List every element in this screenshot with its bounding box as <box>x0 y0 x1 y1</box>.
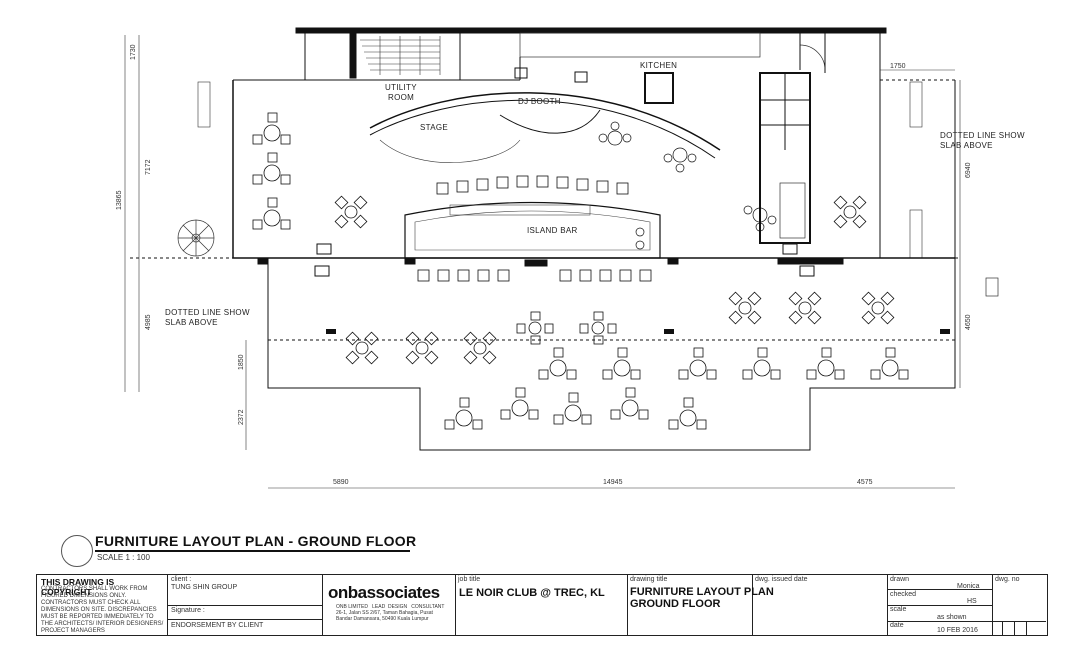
label-island-bar: ISLAND BAR <box>527 226 578 235</box>
dim-1750: 1750 <box>890 63 906 70</box>
dotted-left-line-1: DOTTED LINE SHOW <box>165 308 250 317</box>
drawn-value: Monica <box>957 583 980 590</box>
label-dj-booth: DJ BOOTH <box>518 97 561 106</box>
dim-7172: 7172 <box>145 159 152 175</box>
copyright-cell: THIS DRAWING IS COPYRIGHT CONTRACTORS SH… <box>37 575 168 635</box>
lounge-tables <box>598 121 777 250</box>
four-chair-tables <box>334 195 895 365</box>
spiral-stair <box>177 219 215 257</box>
job-title: LE NOIR CLUB @ TREC, KL <box>459 587 605 599</box>
job-title-cell: job title LE NOIR CLUB @ TREC, KL <box>455 575 628 635</box>
dim-4575: 4575 <box>857 479 873 486</box>
dim-14945: 14945 <box>603 479 623 486</box>
title-underline <box>95 550 410 552</box>
dwg-issued-label: dwg. issued date <box>755 576 808 583</box>
bar-stools-top <box>436 175 629 195</box>
dimension-lines <box>124 35 961 489</box>
dotted-right-line-1: DOTTED LINE SHOW <box>940 131 1025 140</box>
date-label: date <box>890 622 904 629</box>
company-logo: onbassociates <box>328 583 440 602</box>
top-wall <box>295 27 887 34</box>
dotted-left-line-2: SLAB ABOVE <box>165 318 218 327</box>
staircase <box>360 36 441 75</box>
dwg-no-cell: dwg. no <box>992 575 1046 635</box>
drawn-checked-cell: drawn Monica checked HS scale as shown d… <box>887 575 993 635</box>
client-cell: client : TUNG SHIN GROUP Signature : END… <box>167 575 323 635</box>
checked-label: checked <box>890 591 917 598</box>
title-block: THIS DRAWING IS COPYRIGHT CONTRACTORS SH… <box>36 574 1048 636</box>
dim-4985: 4985 <box>145 314 152 330</box>
dim-2372: 2372 <box>238 409 245 425</box>
drawing-scale: SCALE 1 : 100 <box>97 553 150 562</box>
stair-wall <box>349 32 357 79</box>
dim-1730: 1730 <box>130 44 137 60</box>
scale-value: as shown <box>937 614 967 621</box>
dim-1850: 1850 <box>238 354 245 370</box>
logo-cell: onbassociates ONB LIMITED LEAD DESIGN CO… <box>322 575 456 635</box>
dim-5890: 5890 <box>333 479 349 486</box>
utility-line-2: ROOM <box>388 93 414 102</box>
utility-line-1: UTILITY <box>385 83 417 92</box>
client-value: TUNG SHIN GROUP <box>171 584 238 591</box>
client-label: client : <box>171 576 192 583</box>
copyright-text: CONTRACTORS SHALL WORK FROM FIGURED DIME… <box>41 586 164 634</box>
dotted-right-line-2: SLAB ABOVE <box>940 141 993 150</box>
three-chair-tables <box>252 112 909 430</box>
title-circle-symbol <box>61 535 93 567</box>
job-title-label: job title <box>458 576 481 583</box>
dim-6940: 6940 <box>965 162 972 178</box>
dim-4650: 4650 <box>965 314 972 330</box>
drawn-label: drawn <box>890 576 910 583</box>
drawing-title-cell: drawing title FURNITURE LAYOUT PLAN GROU… <box>627 575 774 635</box>
endorsement-text: ENDORSEMENT BY CLIENT <box>171 622 264 629</box>
signature-label: Signature : <box>171 607 205 614</box>
dwg-no-label: dwg. no <box>995 576 1020 583</box>
company-address: ONB LIMITED LEAD DESIGN CONSULTANT 26-1,… <box>336 604 445 622</box>
checked-value: HS <box>967 598 977 605</box>
label-stage: STAGE <box>420 123 448 132</box>
island-bar <box>404 201 661 259</box>
kitchen-counter <box>519 32 761 58</box>
date-value: 10 FEB 2016 <box>937 627 978 634</box>
issued-date-cell: dwg. issued date <box>752 575 888 635</box>
dim-13865: 13865 <box>116 190 123 210</box>
stage-outline <box>369 92 721 151</box>
drawing-title: FURNITURE LAYOUT PLAN - GROUND FLOOR <box>95 533 417 549</box>
drawing-title-value: FURNITURE LAYOUT PLAN GROUND FLOOR <box>630 586 774 610</box>
copyright-title: THIS DRAWING IS COPYRIGHT <box>41 577 115 597</box>
bar-stools-bottom <box>417 269 652 282</box>
label-kitchen: KITCHEN <box>640 61 677 70</box>
scale-label: scale <box>890 606 907 613</box>
drawing-title-label: drawing title <box>630 576 668 583</box>
